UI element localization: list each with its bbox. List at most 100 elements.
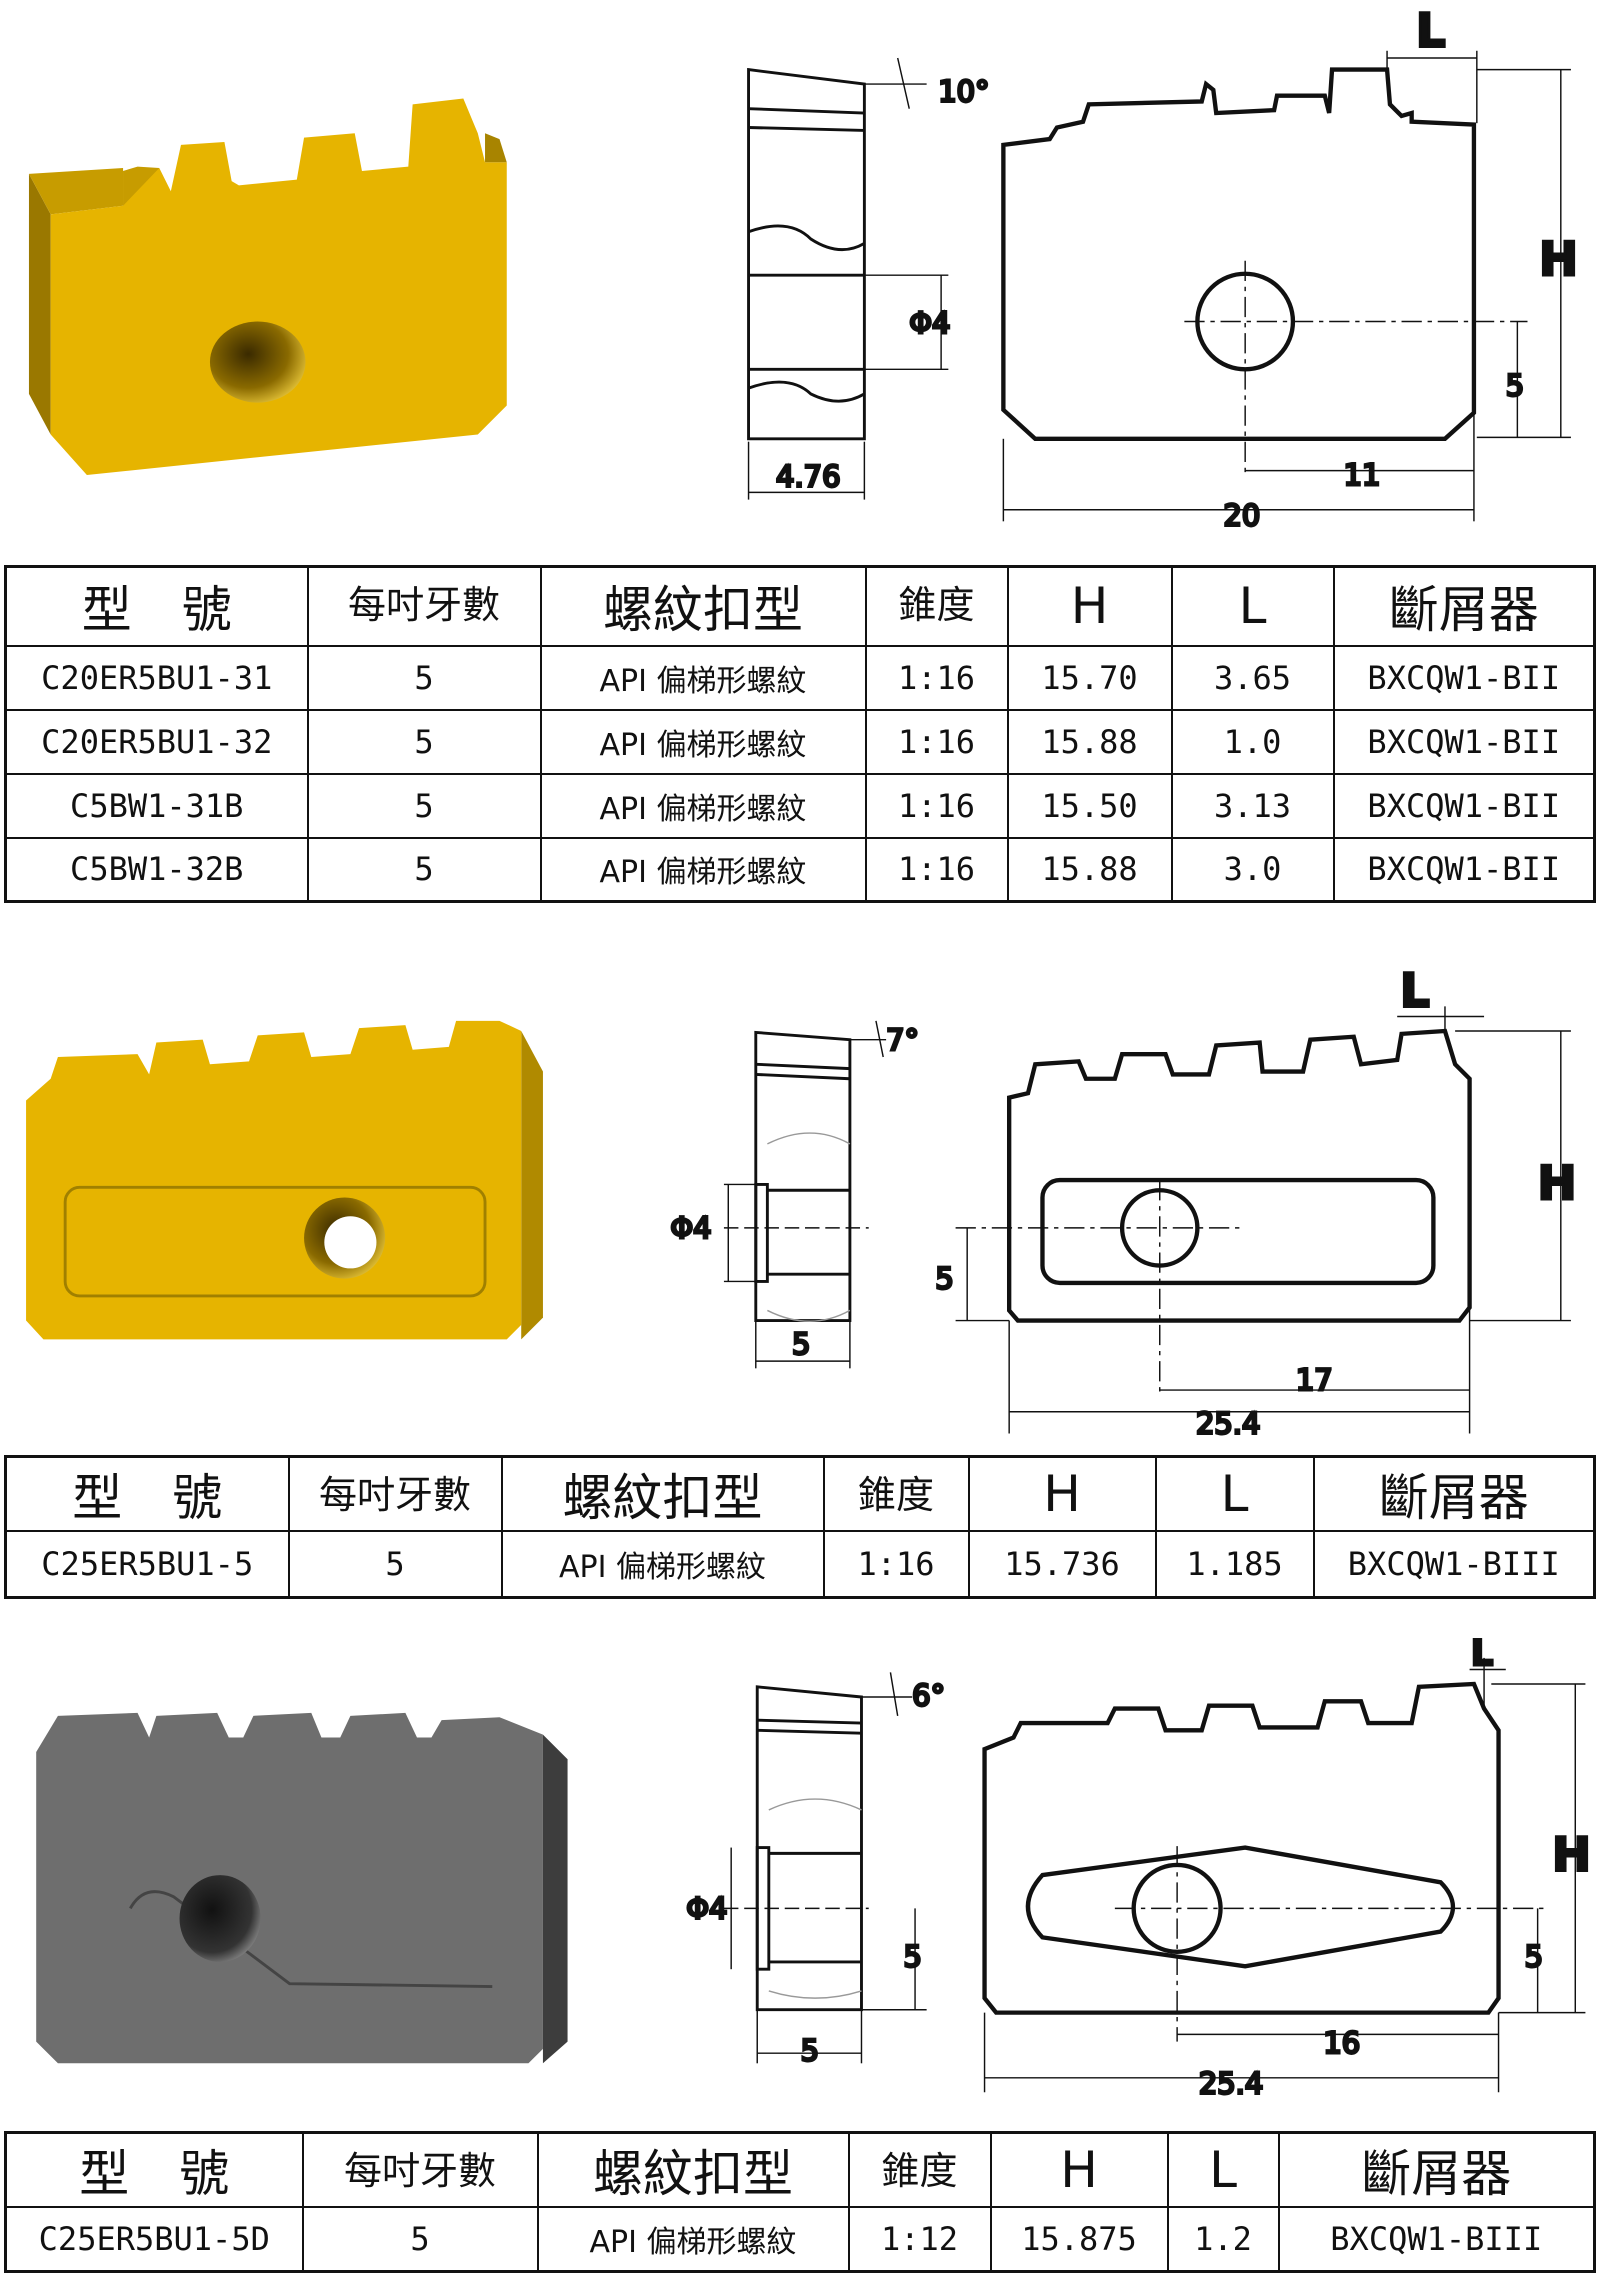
h-label-3: H [1552,1828,1591,1882]
cell-thread-form: API 偏梯形螺紋 [539,772,867,839]
side-view-2 [723,1020,887,1369]
header-taper: 錐度 [864,565,1009,647]
header-model: 型 號 [4,2131,304,2208]
header-taper: 錐度 [822,1455,970,1532]
header-thread-form: 螺紋扣型 [539,565,867,647]
side-hole-height-label-3: 5 [903,1939,921,1973]
cell-l: 1.0 [1170,708,1335,775]
header-thread-form: 螺紋扣型 [500,1455,825,1532]
hole-height-label-1: 5 [1506,368,1524,402]
cell-thread-form: API 偏梯形螺紋 [539,708,867,775]
header-model: 型 號 [4,565,309,647]
cell-l: 1.2 [1166,2206,1280,2272]
hole-offset-label-2: 17 [1296,1363,1333,1397]
insert-render-3 [36,1712,568,2064]
header-chip-breaker: 斷屑器 [1312,1455,1596,1532]
cell-l: 3.65 [1170,644,1335,711]
cell-thread-form: API 偏梯形螺紋 [536,2206,850,2272]
cell-model: C20ER5BU1-31 [4,644,309,711]
l-label-3: L [1471,1634,1493,1674]
h-label-1: H [1539,232,1578,286]
l-label-2: L [1400,963,1430,1017]
cell-thread-form: API 偏梯形螺紋 [539,644,867,711]
cell-l: 3.0 [1170,836,1335,903]
hole-dia-label-1: Φ4 [909,306,950,340]
side-view-1 [747,57,949,500]
header-h: H [967,1455,1157,1532]
cell-taper: 1:16 [864,644,1009,711]
cell-l: 3.13 [1170,772,1335,839]
header-chip-breaker: 斷屑器 [1277,2131,1596,2208]
thickness-label-3: 5 [801,2033,819,2067]
cell-model: C25ER5BU1-5 [4,1530,290,1598]
cell-model: C5BW1-31B [4,772,309,839]
thickness-label-2: 5 [792,1327,810,1361]
l-label-1: L [1416,3,1446,57]
width-label-3: 25.4 [1199,2067,1263,2101]
header-model: 型 號 [4,1455,290,1532]
cell-tpi: 5 [287,1530,503,1598]
header-h: H [989,2131,1169,2208]
header-taper: 錐度 [847,2131,992,2208]
cell-h: 15.88 [1006,836,1173,903]
cell-h: 15.50 [1006,772,1173,839]
header-l: L [1154,1455,1315,1532]
insert-render-1 [28,98,507,475]
front-view-2 [955,1006,1571,1434]
header-tpi: 每吋牙數 [306,565,542,647]
angle-label-3: 6° [912,1679,945,1713]
h-label-2: H [1538,1156,1577,1210]
cell-tpi: 5 [306,644,542,711]
cell-taper: 1:16 [822,1530,970,1598]
cell-h: 15.88 [1006,708,1173,775]
cell-tpi: 5 [301,2206,539,2272]
header-tpi: 每吋牙數 [287,1455,503,1532]
header-l: L [1166,2131,1280,2208]
front-view-1 [1001,50,1571,522]
hole-dia-label-3: Φ4 [686,1892,727,1926]
header-thread-form: 螺紋扣型 [536,2131,850,2208]
cell-model: C25ER5BU1-5D [4,2206,304,2272]
cell-taper: 1:16 [864,836,1009,903]
cell-model: C20ER5BU1-32 [4,708,309,775]
header-h: H [1006,565,1173,647]
header-l: L [1170,565,1335,647]
width-label-1: 20 [1223,499,1260,533]
cell-chip-breaker: BXCQW1-BII [1332,708,1596,775]
cell-chip-breaker: BXCQW1-BII [1332,644,1596,711]
hole-dia-label-2: Φ4 [670,1211,711,1245]
cell-thread-form: API 偏梯形螺紋 [539,836,867,903]
angle-label-1: 10° [938,74,989,108]
hole-offset-label-1: 11 [1344,458,1381,492]
hole-height-label-2: 5 [935,1262,953,1296]
cell-model: C5BW1-32B [4,836,309,903]
cell-l: 1.185 [1154,1530,1315,1598]
cell-taper: 1:16 [864,772,1009,839]
cell-chip-breaker: BXCQW1-BIII [1277,2206,1596,2272]
cell-chip-breaker: BXCQW1-BII [1332,772,1596,839]
cell-h: 15.875 [989,2206,1169,2272]
cell-h: 15.70 [1006,644,1173,711]
cell-chip-breaker: BXCQW1-BII [1332,836,1596,903]
width-label-2: 25.4 [1196,1406,1260,1440]
header-tpi: 每吋牙數 [301,2131,539,2208]
cell-taper: 1:16 [864,708,1009,775]
cell-tpi: 5 [306,772,542,839]
front-view-3 [982,1657,1586,2093]
cell-taper: 1:12 [847,2206,992,2272]
cell-tpi: 5 [306,836,542,903]
cell-tpi: 5 [306,708,542,775]
cell-h: 15.736 [967,1530,1157,1598]
angle-label-2: 7° [886,1023,919,1057]
